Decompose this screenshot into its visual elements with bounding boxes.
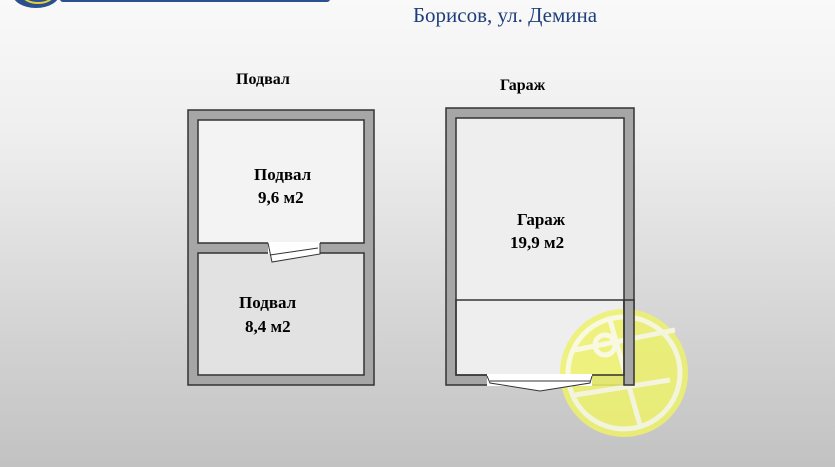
room-area-basement-1: 9,6 м2 bbox=[258, 188, 304, 207]
garage-walls bbox=[445, 107, 635, 386]
room-name-basement-1: Подвал bbox=[254, 165, 312, 184]
page-title: Борисов, ул. Демина bbox=[413, 3, 598, 27]
garage-door bbox=[486, 374, 593, 392]
basement-section-label: Подвал bbox=[236, 71, 290, 88]
garage-wall-segment bbox=[623, 299, 635, 386]
room-name-basement-2: Подвал bbox=[239, 293, 297, 312]
logo bbox=[12, 0, 60, 8]
garage-section-label: Гараж bbox=[500, 77, 546, 94]
room-area-garage: 19,9 м2 bbox=[510, 233, 564, 252]
header-bar bbox=[60, 0, 330, 2]
basement-door bbox=[267, 242, 321, 263]
room-name-garage: Гараж bbox=[517, 210, 566, 229]
room-area-basement-2: 8,4 м2 bbox=[245, 317, 291, 336]
